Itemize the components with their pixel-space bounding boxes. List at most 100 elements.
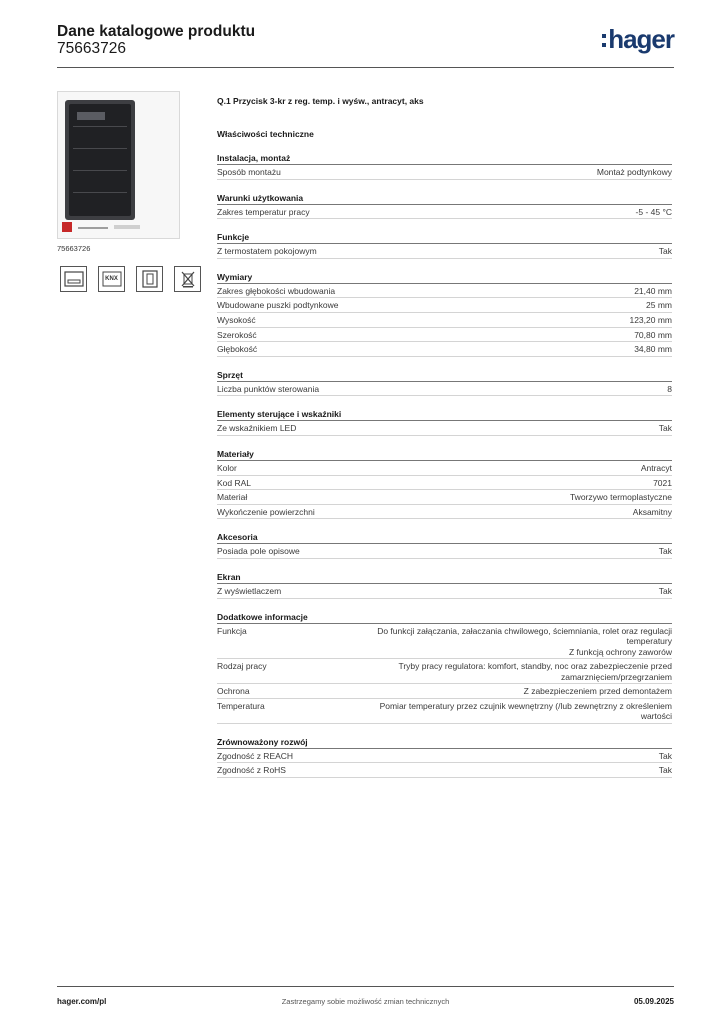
footer-disclaimer: Zastrzegamy sobie możliwość zmian techni… bbox=[281, 997, 450, 1006]
spec-row: Głębokość 34,80 mm bbox=[217, 342, 672, 357]
kne-marking-icon: KNX bbox=[98, 266, 125, 292]
spec-label: Kolor bbox=[217, 462, 237, 473]
spec-row: Ze wskaźnikiem LED Tak bbox=[217, 421, 672, 436]
spec-value: Tak bbox=[658, 246, 672, 257]
spec-value: Do funkcji załączania, załaczania chwilo… bbox=[377, 625, 672, 657]
spec-row: Kolor Antracyt bbox=[217, 461, 672, 476]
footer-date: 05.09.2025 bbox=[633, 997, 674, 1006]
spec-label: Wysokość bbox=[217, 314, 256, 325]
spec-row: Zgodność z REACH Tak bbox=[217, 749, 672, 764]
spec-row: Funkcja Do funkcji załączania, załaczania… bbox=[217, 624, 672, 659]
spec-group-title: Instalacja, montaż bbox=[217, 152, 672, 165]
spec-value: 8 bbox=[667, 383, 672, 394]
spec-label: Z wyświetlaczem bbox=[217, 585, 282, 596]
key-divider bbox=[73, 148, 127, 149]
spec-group-title: Zrównoważony rozwój bbox=[217, 736, 672, 749]
spec-value: Z zabezpieczeniem przed demontażem bbox=[523, 686, 672, 696]
accessory-screw bbox=[78, 227, 108, 229]
spec-label: Posiada pole opisowe bbox=[217, 546, 300, 557]
certification-icons: KNX bbox=[60, 266, 201, 292]
spec-group-title: Dodatkowe informacje bbox=[217, 611, 672, 624]
spec-value: 123,20 mm bbox=[629, 314, 672, 325]
spec-label: Zakres głębokości wbudowania bbox=[217, 285, 336, 296]
spec-label: Szerokość bbox=[217, 329, 257, 340]
spec-row: Ochrona Z zabezpieczeniem przed demontaże… bbox=[217, 684, 672, 699]
spec-label: Temperatura bbox=[217, 700, 265, 711]
spec-label: Zgodność z REACH bbox=[217, 750, 294, 761]
footer-website: hager.com/pl bbox=[57, 997, 107, 1006]
product-image bbox=[57, 91, 180, 239]
device-front bbox=[69, 104, 131, 216]
spec-label: Wykończenie powierzchni bbox=[217, 506, 315, 517]
tech-properties-heading: Właściwości techniczne bbox=[217, 129, 314, 139]
spec-label: Kod RAL bbox=[217, 477, 252, 488]
spec-value: 25 mm bbox=[646, 300, 672, 311]
spec-label: Materiał bbox=[217, 492, 248, 503]
spec-row: Z termostatem pokojowym Tak bbox=[217, 244, 672, 259]
accessory-screw bbox=[114, 225, 140, 229]
spec-value: Tak bbox=[658, 423, 672, 434]
spec-label: Zgodność z RoHS bbox=[217, 765, 286, 776]
spec-row: Zakres głębokości wbudowania 21,40 mm bbox=[217, 284, 672, 299]
page-header: Dane katalogowe produktu 75663726 hager bbox=[57, 20, 675, 68]
spec-value: Montaż podtynkowy bbox=[596, 167, 672, 177]
spec-label: Liczba punktów sterowania bbox=[217, 383, 320, 394]
spec-group-title: Warunki użytkowania bbox=[217, 192, 672, 205]
spec-value: Tak bbox=[658, 750, 672, 761]
spec-label: Głębokość bbox=[217, 344, 258, 355]
device-display bbox=[77, 112, 105, 120]
document-title: Dane katalogowe produktu bbox=[57, 23, 256, 40]
spec-row: Liczba punktów sterowania 8 bbox=[217, 382, 672, 397]
weee-bin-icon bbox=[174, 266, 201, 292]
spec-group-title: Funkcje bbox=[217, 231, 672, 245]
spec-label: Z termostatem pokojowym bbox=[217, 246, 317, 257]
spec-label: Zakres temperatur pracy bbox=[217, 206, 310, 217]
mounting-box-icon bbox=[136, 266, 163, 292]
spec-label: Funkcja bbox=[217, 625, 247, 636]
key-divider bbox=[73, 126, 127, 127]
spec-label: Wbudowane puszki podtynkowe bbox=[217, 300, 339, 311]
spec-value: 34,80 mm bbox=[634, 344, 672, 355]
spec-value: Pomiar temperatury przez czujnik wewnętr… bbox=[379, 700, 672, 722]
spec-row: Wykończenie powierzchni Aksamitny bbox=[217, 505, 672, 520]
logo-colon-icon bbox=[602, 34, 607, 47]
key-divider bbox=[73, 170, 127, 171]
spec-row: Rodzaj pracy Tryby pracy regulatora: komf… bbox=[217, 659, 672, 684]
spec-value: Aksamitny bbox=[632, 506, 672, 517]
spec-value: 21,40 mm bbox=[634, 285, 672, 296]
spec-label: Ochrona bbox=[217, 686, 250, 696]
header-divider bbox=[57, 67, 674, 68]
spec-value: -5 - 45 °C bbox=[635, 206, 672, 217]
footer-divider bbox=[57, 986, 674, 987]
spec-group-title: Ekran bbox=[217, 571, 672, 584]
spec-value: Tak bbox=[658, 765, 672, 776]
spec-label: Ze wskaźnikiem LED bbox=[217, 423, 297, 434]
product-number: 75663726 bbox=[57, 40, 126, 57]
spec-label: Rodzaj pracy bbox=[217, 661, 267, 671]
spec-row: Wbudowane puszki podtynkowe 25 mm bbox=[217, 298, 672, 313]
spec-value: Tryby pracy regulatora: komfort, standby… bbox=[398, 661, 672, 682]
spec-row: Wysokość 123,20 mm bbox=[217, 313, 672, 328]
spec-value: Antracyt bbox=[640, 462, 672, 473]
spec-row: Zgodność z RoHS Tak bbox=[217, 763, 672, 778]
image-caption: 75663726 bbox=[57, 244, 91, 253]
logo-wordmark: hager bbox=[608, 24, 675, 54]
kne-label: KNX bbox=[105, 276, 118, 282]
hager-logo: hager bbox=[602, 24, 675, 54]
